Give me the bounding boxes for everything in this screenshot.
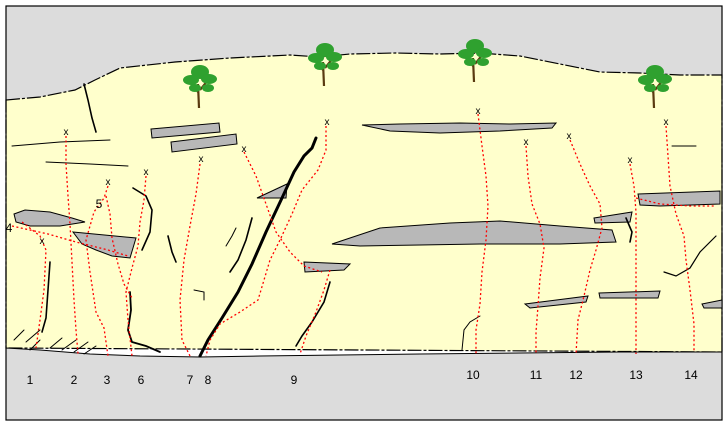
tree-icon [458, 39, 492, 83]
anchor-x-icon: x [64, 127, 69, 138]
route-number: 9 [291, 373, 298, 387]
route-lines [11, 113, 716, 357]
anchor-x-icon: x [524, 137, 529, 148]
route-line [105, 195, 133, 299]
ledge [637, 190, 721, 207]
route-line [21, 221, 47, 349]
route-number: 14 [684, 368, 698, 382]
anchor-x-icon: x [40, 236, 45, 247]
route-line [65, 136, 79, 355]
route-number: 3 [104, 373, 111, 387]
ledge [331, 220, 617, 247]
anchor-x-icon: x [325, 117, 330, 128]
route-line [125, 175, 147, 357]
anchor-marks: x x x x x x x x x x x x [40, 106, 669, 247]
anchor-x-icon: x [628, 155, 633, 166]
route-line [665, 125, 695, 352]
ledge [150, 122, 221, 139]
ledge [598, 290, 661, 299]
anchor-x-icon: x [199, 154, 204, 165]
frame-border [5, 5, 723, 421]
route-number: 6 [138, 373, 145, 387]
route-line [299, 269, 331, 355]
anchor-x-icon: x [242, 144, 247, 155]
route-line [243, 151, 323, 273]
anchor-x-icon: x [567, 131, 572, 142]
route-number: 7 [187, 373, 194, 387]
route-number: 13 [629, 368, 643, 382]
route-numbers: 1 2 3 4 5 6 7 8 9 10 11 12 13 14 [6, 197, 698, 387]
route-line [629, 163, 637, 354]
ledge [13, 209, 86, 227]
anchor-x-icon: x [144, 167, 149, 178]
route-number: 2 [71, 373, 78, 387]
route-number: 10 [466, 368, 480, 382]
ledge [170, 133, 238, 153]
route-line [205, 126, 327, 357]
route-number: 8 [205, 373, 212, 387]
ledge [303, 261, 352, 273]
anchor-x-icon: x [476, 106, 481, 117]
tree-icon [638, 65, 672, 109]
ledge [593, 211, 633, 224]
ledge [701, 299, 723, 309]
rock-face [5, 52, 723, 353]
ledge [361, 122, 558, 134]
route-number: 12 [569, 368, 583, 382]
anchor-x-icon: x [106, 177, 111, 188]
route-number: 1 [27, 373, 34, 387]
route-number: 11 [530, 368, 543, 382]
tree-icon [183, 65, 217, 109]
route-line [475, 113, 489, 354]
route-line [525, 145, 545, 354]
route-number: 5 [96, 197, 103, 211]
ground-area [5, 347, 723, 421]
ledge [523, 295, 589, 309]
route-number: 4 [6, 221, 13, 235]
route-line [635, 197, 716, 207]
rock-features [11, 83, 717, 358]
tree-icon [308, 43, 342, 87]
anchor-x-icon: x [664, 117, 669, 128]
